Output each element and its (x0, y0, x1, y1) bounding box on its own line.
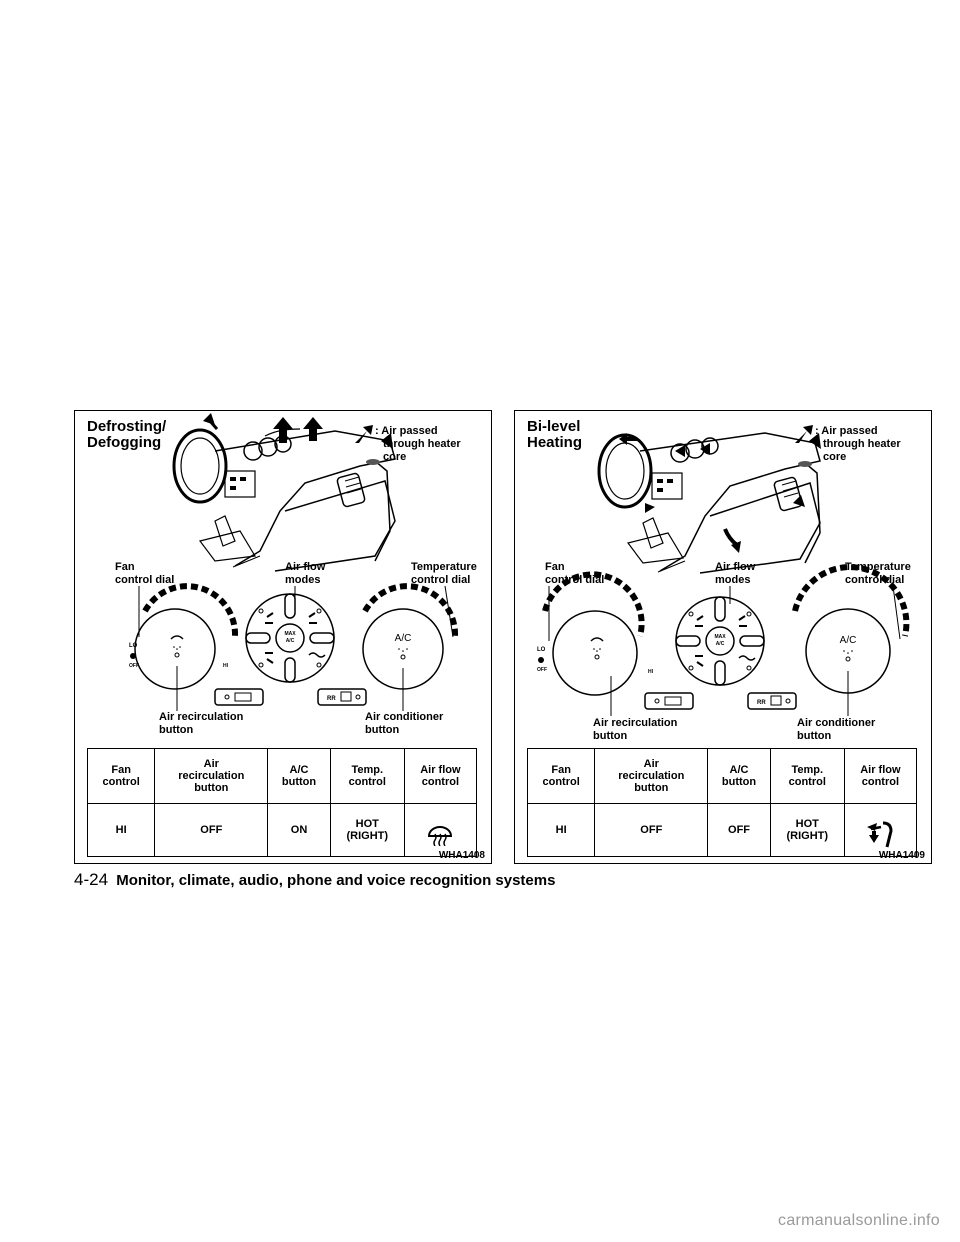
table-header-cell: Fan control (526, 748, 596, 804)
table-header-cell: A/C button (707, 748, 771, 804)
table-header-cell: A/C button (267, 748, 331, 804)
fan-lo-label: LO (537, 647, 546, 653)
figure-code: WHA1408 (438, 850, 485, 861)
label-temperature-control-dial: Temperature control dial (411, 561, 477, 586)
table-cell: HOT (RIGHT) (769, 803, 845, 857)
fan-hi-label: HI (223, 663, 229, 669)
table-header-cell: Temp. control (329, 748, 405, 804)
label-fan-control-dial: Fan control dial (545, 561, 605, 586)
recirculation-icon (590, 637, 604, 660)
settings-table: Fan control Air recirculation button A/C… (86, 748, 478, 857)
table-header-cell: Temp. control (769, 748, 845, 804)
label-air-flow-modes: Air flow modes (715, 561, 756, 586)
fan-off-label: OFF (537, 667, 547, 673)
fan-off-label: OFF (129, 663, 139, 669)
settings-table: Fan control Air recirculation button A/C… (526, 748, 918, 857)
page-footer: 4-24 Monitor, climate, audio, phone and … (74, 870, 555, 890)
table-header-cell: Air recirculation button (154, 748, 269, 804)
legend: : Air passed through heater core (795, 425, 931, 464)
bi-level-icon (867, 821, 893, 847)
table-header-cell: Air flow control (843, 748, 918, 804)
svg-text:A/C: A/C (716, 641, 725, 647)
heater-air-arrow-icon (355, 425, 373, 443)
table-cell: HI (86, 803, 156, 857)
table-cell: HI (526, 803, 596, 857)
table-cell: ON (267, 803, 331, 857)
label-temperature-control-dial: Temperature control dial (845, 561, 911, 586)
heater-air-arrow-icon (795, 425, 813, 443)
fan-icon (538, 657, 544, 663)
defrost-icon (428, 825, 453, 846)
dashboard-illustration: LO OFF HI MAX A/C RR (129, 413, 459, 711)
table-header-cell: Air flow control (403, 748, 478, 804)
label-air-conditioner-button: Air conditioner button (797, 717, 876, 742)
legend-text: : Air passed through heater core (815, 425, 901, 463)
figure-code: WHA1409 (878, 850, 925, 861)
table-cell-airflow (843, 803, 918, 857)
fan-hi-label: HI (648, 669, 654, 675)
label-air-flow-modes: Air flow modes (285, 561, 326, 586)
table-header-cell: Fan control (86, 748, 156, 804)
section-title: Monitor, climate, audio, phone and voice… (116, 872, 556, 889)
table-header-cell: Air recirculation button (594, 748, 709, 804)
table-cell: OFF (707, 803, 771, 857)
dashboard-illustration: LO OFF HI MAX A/C RR A/C (537, 432, 910, 716)
panel-title: Defrosting/ Defogging (87, 418, 167, 451)
ac-label: A/C (395, 633, 412, 644)
table-cell: HOT (RIGHT) (329, 803, 405, 857)
fan-lo-label: LO (129, 643, 138, 649)
label-air-conditioner-button: Air conditioner button (365, 711, 444, 736)
page-number: 4-24 (74, 870, 109, 889)
max-ac-label: MAX (284, 631, 296, 637)
label-air-recirculation-button: Air recirculation button (593, 717, 678, 742)
table-cell: OFF (154, 803, 269, 857)
table-cell: OFF (594, 803, 709, 857)
recirculation-icon (170, 635, 184, 658)
label-fan-control-dial: Fan control dial (115, 561, 175, 586)
ac-label: A/C (840, 635, 857, 646)
diagram-panel-defrosting: Defrosting/ Defogging : Air passed throu… (74, 410, 492, 864)
label-air-recirculation-button: Air recirculation button (159, 711, 244, 736)
fan-icon (130, 653, 136, 659)
max-ac-label: MAX (714, 634, 726, 640)
svg-text:A/C: A/C (286, 638, 295, 644)
table-cell-airflow (403, 803, 478, 857)
panel-title: Bi-level Heating (527, 418, 583, 451)
rear-defrost-label: RR (757, 700, 766, 706)
diagram-panel-bi-level-heating: Bi-level Heating : Air passed through he… (514, 410, 932, 864)
rear-defrost-label: RR (327, 696, 336, 702)
watermark[interactable]: carmanualsonline.info (778, 1212, 940, 1229)
